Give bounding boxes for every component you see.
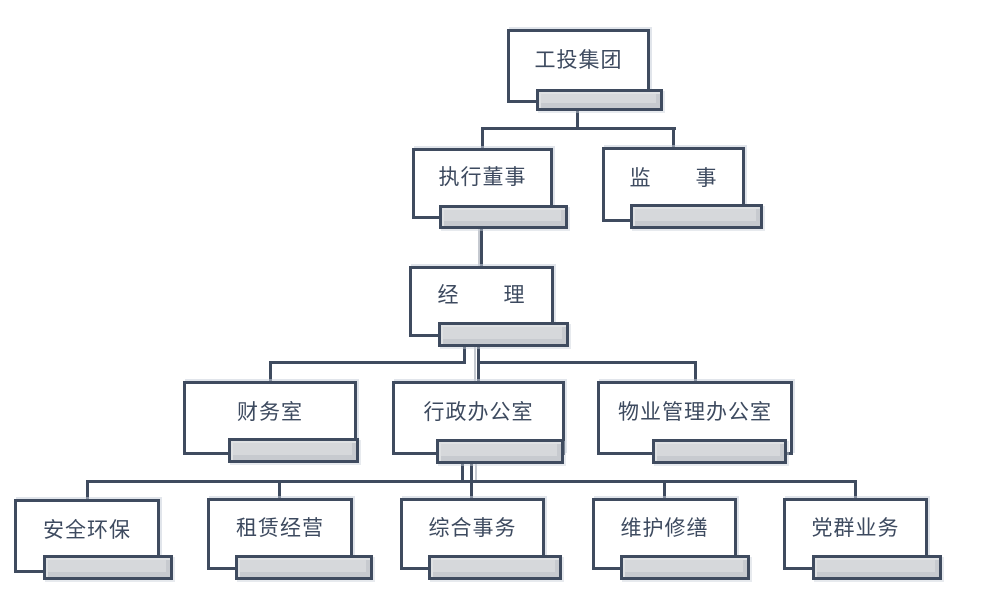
org-node-admin-office: 行政办公室: [392, 381, 565, 464]
org-node-subbar: [536, 89, 663, 111]
connector-line: [480, 229, 483, 267]
connector-highlight-line: [475, 463, 477, 481]
connector-line: [461, 463, 464, 482]
connector-line: [278, 482, 281, 499]
org-node-label: 租赁经营: [236, 516, 324, 540]
org-node-subbar: [43, 555, 173, 580]
org-node-subbar: [812, 555, 942, 580]
org-node-general-affairs: 综合事务: [400, 498, 562, 580]
connector-highlight-line: [478, 229, 480, 267]
org-node-leasing: 租赁经营: [207, 498, 373, 580]
org-node-party-mass: 党群业务: [783, 498, 942, 580]
org-node-subbar: [439, 205, 568, 229]
connector-line: [672, 129, 675, 148]
connector-line: [86, 480, 857, 483]
org-node-property-office: 物业管理办公室: [597, 381, 793, 464]
connector-line: [694, 363, 697, 382]
org-node-subbar: [438, 322, 569, 347]
org-node-label: 物业管理办公室: [618, 400, 772, 424]
org-node-maintenance: 维护修缮: [592, 498, 750, 580]
connector-line: [477, 347, 480, 382]
org-node-label: 党群业务: [811, 516, 900, 540]
org-node-supervisor: 监 事: [602, 147, 763, 229]
connector-line: [86, 482, 89, 499]
org-node-subbar: [228, 438, 359, 463]
org-node-label: 行政办公室: [423, 400, 534, 424]
org-node-subbar: [235, 555, 373, 580]
connector-line: [463, 347, 466, 364]
org-node-subbar: [428, 555, 562, 580]
org-node-safety-env: 安全环保: [14, 499, 173, 580]
org-node-label: 安全环保: [43, 518, 131, 542]
org-node-finance-office: 财务室: [183, 381, 359, 463]
org-node-label: 监 事: [629, 167, 718, 190]
org-node-label: 执行董事: [438, 166, 527, 189]
connector-highlight-line: [474, 347, 476, 382]
connector-line: [481, 127, 676, 130]
org-node-label: 工投集团: [534, 48, 623, 72]
connector-line: [269, 361, 466, 364]
connector-line: [854, 482, 857, 499]
org-node-executive-director: 执行董事: [412, 148, 568, 229]
org-node-label: 维护修缮: [620, 516, 709, 540]
org-node-subbar: [630, 204, 763, 229]
org-node-label: 财务室: [237, 400, 303, 424]
org-node-gongtou-group: 工投集团: [507, 29, 663, 111]
org-node-label: 经 理: [437, 284, 526, 307]
org-node-subbar: [436, 439, 564, 464]
connector-line: [481, 129, 484, 148]
connector-line: [663, 482, 666, 499]
org-node-subbar: [620, 555, 750, 580]
connector-line: [477, 361, 697, 364]
org-node-label: 综合事务: [428, 516, 517, 540]
org-node-subbar: [652, 439, 787, 464]
connector-line: [576, 111, 579, 129]
connector-line: [269, 363, 272, 382]
org-node-manager: 经 理: [409, 266, 569, 347]
